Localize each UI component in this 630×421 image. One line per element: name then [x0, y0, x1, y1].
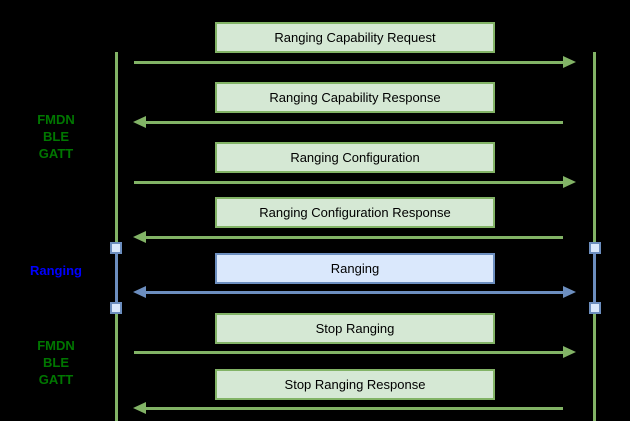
message-arrow-right: [134, 176, 576, 188]
phase-label-line: GATT: [38, 146, 74, 161]
left-lifeline-gatt-bottom-segment: [115, 314, 118, 421]
phase-label-line: BLE: [43, 355, 69, 370]
arrowhead-left-icon: [133, 286, 146, 298]
message-label: Stop Ranging: [315, 321, 395, 336]
message-arrow-right: [134, 346, 576, 358]
phase-label-fmdn-ble-gatt-top: FMDN BLE GATT: [12, 111, 100, 162]
activation-marker-left-end: [110, 302, 122, 314]
phase-label-fmdn-ble-gatt-bottom: FMDN BLE GATT: [12, 337, 100, 388]
message-arrow-bidirectional: [133, 286, 576, 298]
message-arrow-left: [133, 231, 563, 243]
phase-label-line: BLE: [43, 129, 69, 144]
message-box-stop-ranging: Stop Ranging: [215, 313, 495, 344]
message-label: Ranging: [330, 261, 380, 276]
phase-label-ranging: Ranging: [12, 262, 100, 279]
arrowhead-right-icon: [563, 346, 576, 358]
right-lifeline-gatt-top-segment: [593, 52, 596, 242]
activation-marker-left-start: [110, 242, 122, 254]
left-lifeline-gatt-top-segment: [115, 52, 118, 242]
message-label: Ranging Configuration: [290, 150, 420, 165]
message-box-ranging-capability-request: Ranging Capability Request: [215, 22, 495, 53]
message-arrow-right: [134, 56, 576, 68]
arrowhead-left-icon: [133, 231, 146, 243]
right-lifeline-gatt-bottom-segment: [593, 314, 596, 421]
right-lifeline-ranging-segment: [593, 246, 596, 310]
phase-label-line: FMDN: [37, 112, 75, 127]
arrowhead-right-icon: [563, 286, 576, 298]
arrowhead-right-icon: [563, 176, 576, 188]
message-label: Stop Ranging Response: [284, 377, 426, 392]
message-arrow-left: [133, 116, 563, 128]
phase-label-line: GATT: [38, 372, 74, 387]
phase-label-line: FMDN: [37, 338, 75, 353]
message-box-ranging-configuration-response: Ranging Configuration Response: [215, 197, 495, 228]
message-box-stop-ranging-response: Stop Ranging Response: [215, 369, 495, 400]
left-lifeline-ranging-segment: [115, 246, 118, 310]
arrowhead-left-icon: [133, 116, 146, 128]
activation-marker-right-end: [589, 302, 601, 314]
phase-label-line: Ranging: [30, 263, 82, 278]
activation-marker-right-start: [589, 242, 601, 254]
arrowhead-left-icon: [133, 402, 146, 414]
message-box-ranging-capability-response: Ranging Capability Response: [215, 82, 495, 113]
message-box-ranging-configuration: Ranging Configuration: [215, 142, 495, 173]
message-label: Ranging Configuration Response: [259, 205, 451, 220]
message-label: Ranging Capability Request: [274, 30, 436, 45]
message-label: Ranging Capability Response: [269, 90, 441, 105]
message-box-ranging: Ranging: [215, 253, 495, 284]
message-arrow-left: [133, 402, 563, 414]
arrowhead-right-icon: [563, 56, 576, 68]
